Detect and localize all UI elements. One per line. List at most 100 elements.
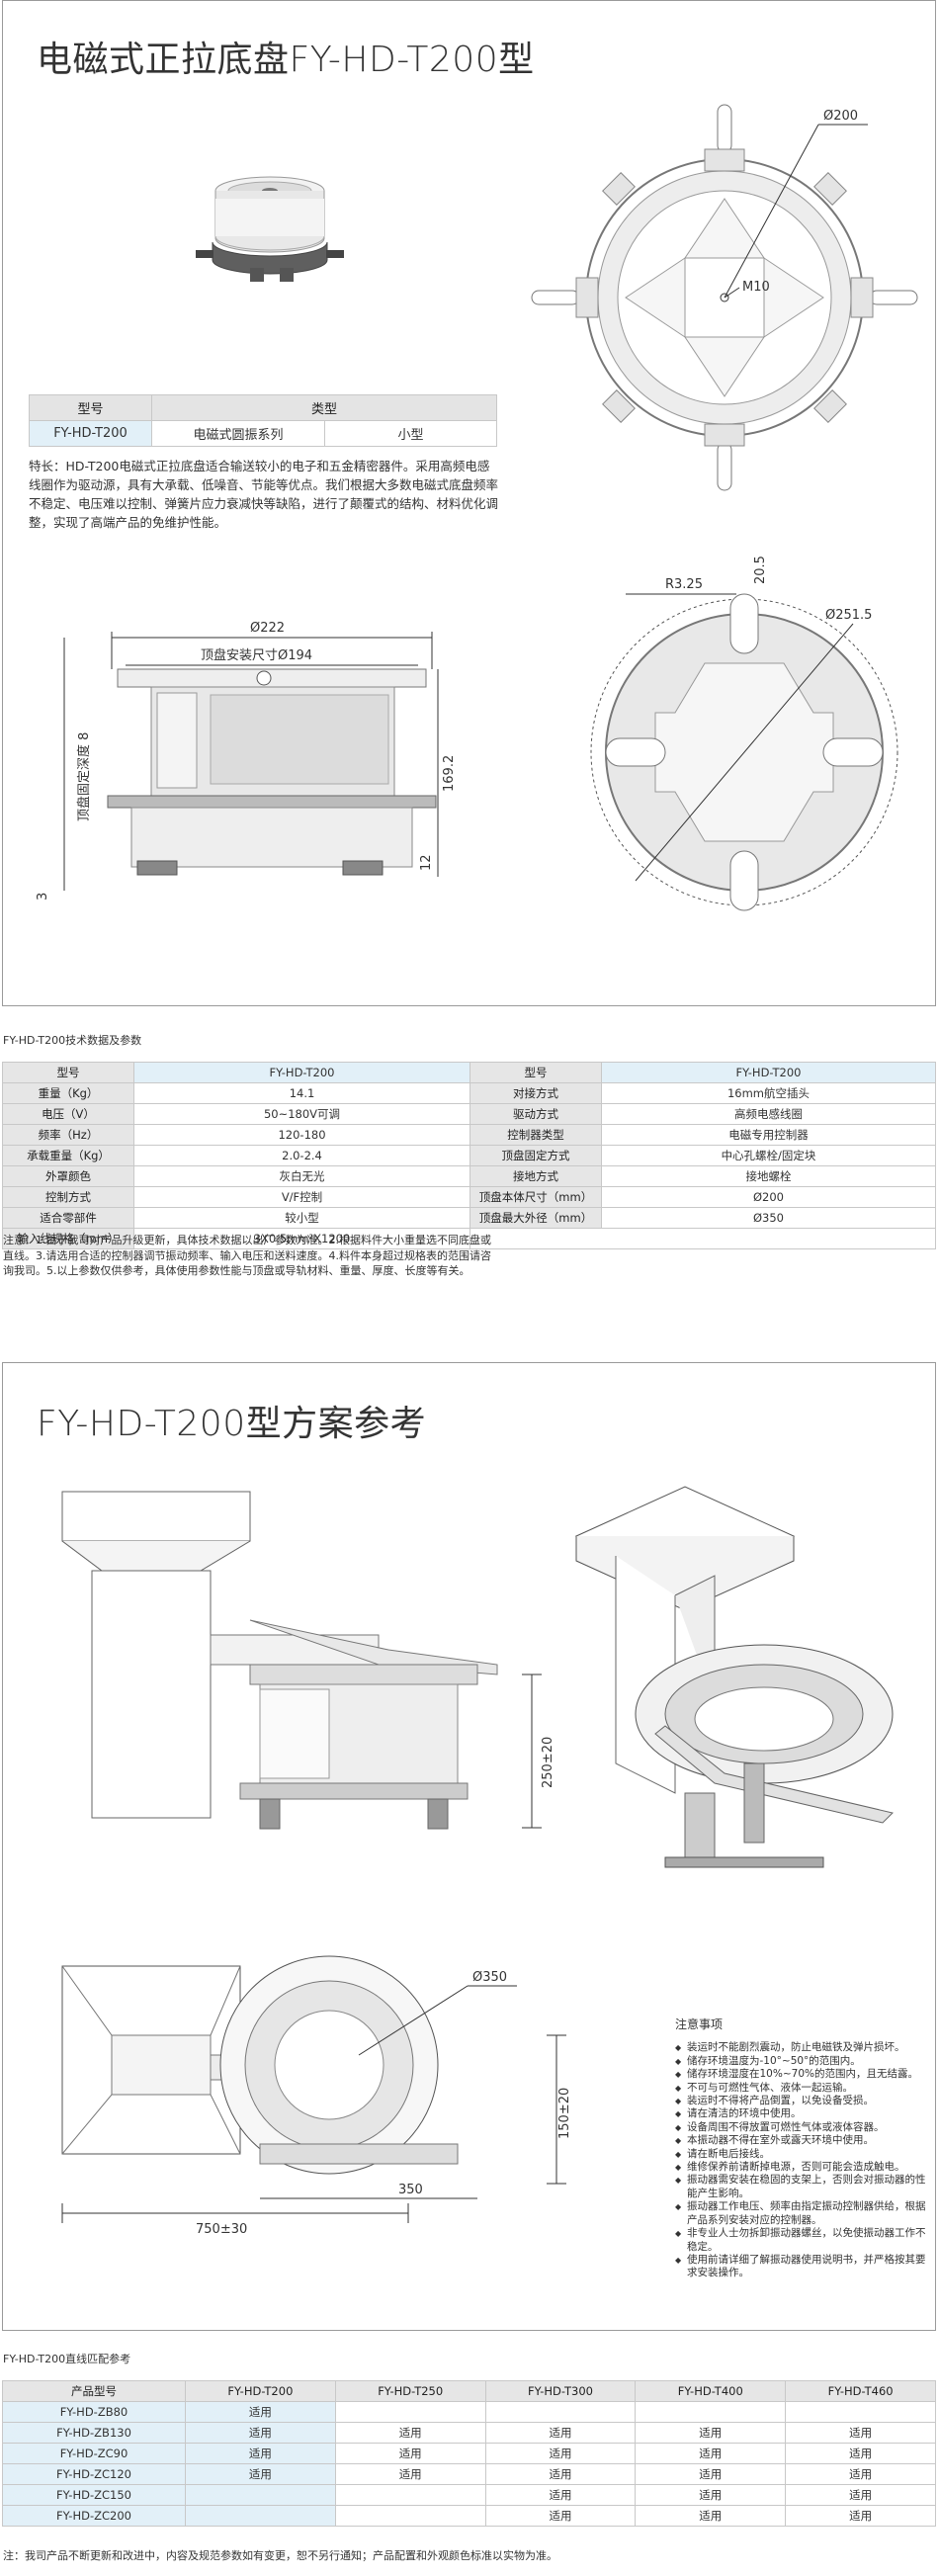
- bottom-diameter-label: Ø251.5: [825, 608, 872, 623]
- spec-header-cell: FY-HD-T200: [601, 1062, 936, 1083]
- type-cell-size: 小型: [324, 420, 497, 447]
- solution-panel: FY-HD-T200型方案参考 250±20: [2, 1362, 936, 2331]
- precaution-item: 非专业人士勿拆卸振动器螺丝，以免使振动器工作不稳定。: [675, 2227, 934, 2254]
- product-panel: 电磁式正拉底盘FY-HD-T200型: [2, 0, 936, 1006]
- spec-cell: 重量（Kg）: [2, 1082, 134, 1104]
- match-cell: FY-HD-ZB130: [2, 2422, 186, 2444]
- product-description: 特长：HD-T200电磁式正拉底盘适合输送较小的电子和五金精密器件。采用高频电感…: [29, 459, 499, 530]
- spec-cell: 14.1: [133, 1082, 470, 1104]
- spec-cell: 顶盘本体尺寸（mm）: [470, 1186, 602, 1208]
- spec-row: 电压（V） 50~180V可调 驱动方式 高频电感线圈: [2, 1103, 936, 1125]
- plan-height-label: 150±20: [557, 2088, 572, 2139]
- precaution-item: 储存环境湿度在10%~70%的范围内，且无结露。: [675, 2068, 934, 2082]
- match-cell: [185, 2484, 336, 2506]
- spec-cell: 电磁专用控制器: [601, 1124, 936, 1146]
- precautions-list: 注意事项 装运时不能剧烈震动，防止电磁铁及弹片损坏。 储存环境温度为-10°~5…: [675, 2018, 934, 2280]
- fixing-depth-label: 顶盘固定深度 8: [76, 732, 92, 821]
- match-row: FY-HD-ZC90 适用 适用 适用 适用 适用: [2, 2443, 936, 2464]
- spec-row: 重量（Kg） 14.1 对接方式 16mm航空插头: [2, 1082, 936, 1104]
- precaution-item: 振动器工作电压、频率由指定振动控制器供给，根据产品系列安装对应的控制器。: [675, 2200, 934, 2227]
- match-row: FY-HD-ZB80 适用: [2, 2401, 936, 2423]
- match-row: FY-HD-ZC200 适用 适用 适用: [2, 2505, 936, 2527]
- spec-row: 适合零部件 较小型 顶盘最大外径（mm） Ø350: [2, 1207, 936, 1229]
- type-header-model: 型号: [29, 394, 152, 421]
- spec-cell: 电压（V）: [2, 1103, 134, 1125]
- match-cell: 适用: [484, 2443, 637, 2464]
- precaution-item: 请在清洁的环境中使用。: [675, 2107, 934, 2121]
- spec-cell: 16mm航空插头: [601, 1082, 936, 1104]
- match-cell: 适用: [334, 2463, 486, 2485]
- precaution-item: 振动器需安装在稳固的支架上，否则会对振动器的性能产生影响。: [675, 2174, 934, 2200]
- isometric-drawing: [574, 1486, 894, 1868]
- bottom-view-drawing: R3.25 20.5 Ø251.5: [590, 556, 898, 911]
- match-header-cell: FY-HD-T460: [785, 2380, 936, 2402]
- spec-cell: 中心孔螺栓/固定块: [601, 1145, 936, 1166]
- mount-size-label: 顶盘安装尺寸Ø194: [201, 647, 312, 663]
- spec-cell: 接地方式: [470, 1165, 602, 1187]
- spec-cell: 3X0.5mm²X1200: [133, 1228, 470, 1249]
- match-cell: 适用: [484, 2463, 637, 2485]
- precaution-item: 设备周围不得放置可燃性气体或液体容器。: [675, 2121, 934, 2135]
- match-cell: [334, 2401, 486, 2423]
- spec-cell: 高频电感线圈: [601, 1103, 936, 1125]
- spec-row: 外罩颜色 灰白无光 接地方式 接地螺栓: [2, 1165, 936, 1187]
- foot-height-label: 3: [36, 893, 50, 901]
- match-cell: 适用: [785, 2484, 936, 2506]
- spec-cell: 顶盘固定方式: [470, 1145, 602, 1166]
- match-cell: 适用: [334, 2422, 486, 2444]
- height-label: 169.2: [442, 755, 457, 792]
- side-height-label: 250±20: [541, 1737, 555, 1788]
- base-height-label: 12: [419, 854, 434, 871]
- precaution-item: 使用前请详细了解振动器使用说明书，并严格按其要求安装操作。: [675, 2254, 934, 2280]
- match-cell: [334, 2505, 486, 2527]
- match-cell: 适用: [185, 2401, 336, 2423]
- spec-cell: 对接方式: [470, 1082, 602, 1104]
- match-cell: [785, 2401, 936, 2423]
- precaution-item: 装运时不能剧烈震动，防止电磁铁及弹片损坏。: [675, 2041, 934, 2055]
- spec-cell: 50~180V可调: [133, 1103, 470, 1125]
- top-diameter-label: Ø200: [823, 109, 858, 124]
- plan-track-label: 350: [398, 2183, 423, 2197]
- spec-cell: Ø200: [601, 1186, 936, 1208]
- type-header-type: 类型: [151, 394, 497, 421]
- match-cell: [635, 2401, 787, 2423]
- spec-cell: 顶盘最大外径（mm）: [470, 1207, 602, 1229]
- precaution-item: 储存环境温度为-10°~50°的范围内。: [675, 2055, 934, 2069]
- match-cell: 适用: [484, 2422, 637, 2444]
- match-header-cell: FY-HD-T200: [185, 2380, 336, 2402]
- spec-row: 输入线规格（mm） 3X0.5mm²X1200: [2, 1228, 936, 1249]
- precaution-item: 维修保养前请断掉电源，否则可能会造成触电。: [675, 2161, 934, 2175]
- match-cell: 适用: [635, 2443, 787, 2464]
- match-row: FY-HD-ZB130 适用 适用 适用 适用 适用: [2, 2422, 936, 2444]
- type-table: 型号 类型 FY-HD-T200 电磁式圆振系列 小型: [29, 394, 497, 447]
- match-cell: [334, 2484, 486, 2506]
- radius-label: R3.25: [665, 577, 703, 592]
- match-row: FY-HD-ZC150 适用 适用 适用: [2, 2484, 936, 2506]
- spec-header-cell: 型号: [2, 1062, 134, 1083]
- match-cell: 适用: [785, 2422, 936, 2444]
- type-cell-series: 电磁式圆振系列: [151, 420, 325, 447]
- spec-cell: 输入线规格（mm）: [2, 1228, 134, 1249]
- spec-cell: 控制方式: [2, 1186, 134, 1208]
- match-caption: FY-HD-T200直线匹配参考: [3, 2353, 131, 2365]
- match-cell: 适用: [635, 2463, 787, 2485]
- spec-header-cell: FY-HD-T200: [133, 1062, 470, 1083]
- plan-diameter-label: Ø350: [472, 1970, 507, 1985]
- spec-caption: FY-HD-T200技术数据及参数: [3, 1034, 142, 1047]
- product-photo: [196, 176, 344, 282]
- match-header-cell: FY-HD-T400: [635, 2380, 787, 2402]
- match-table: 产品型号 FY-HD-T200 FY-HD-T250 FY-HD-T300 FY…: [2, 2380, 936, 2527]
- match-cell: [484, 2401, 637, 2423]
- precaution-item: 不可与可燃性气体、液体一起运输。: [675, 2082, 934, 2096]
- spec-cell: 接地螺栓: [601, 1165, 936, 1187]
- outer-diameter-label: Ø222: [250, 621, 285, 636]
- match-cell: 适用: [785, 2463, 936, 2485]
- spec-cell: 2.0-2.4: [133, 1145, 470, 1166]
- match-cell: 适用: [635, 2484, 787, 2506]
- match-cell: 适用: [785, 2505, 936, 2527]
- match-header-cell: FY-HD-T300: [484, 2380, 637, 2402]
- spec-row: 承载重量（Kg） 2.0-2.4 顶盘固定方式 中心孔螺栓/固定块: [2, 1145, 936, 1166]
- spec-cell: 外罩颜色: [2, 1165, 134, 1187]
- solution-title: FY-HD-T200型方案参考: [37, 1404, 427, 1444]
- match-cell: 适用: [185, 2422, 336, 2444]
